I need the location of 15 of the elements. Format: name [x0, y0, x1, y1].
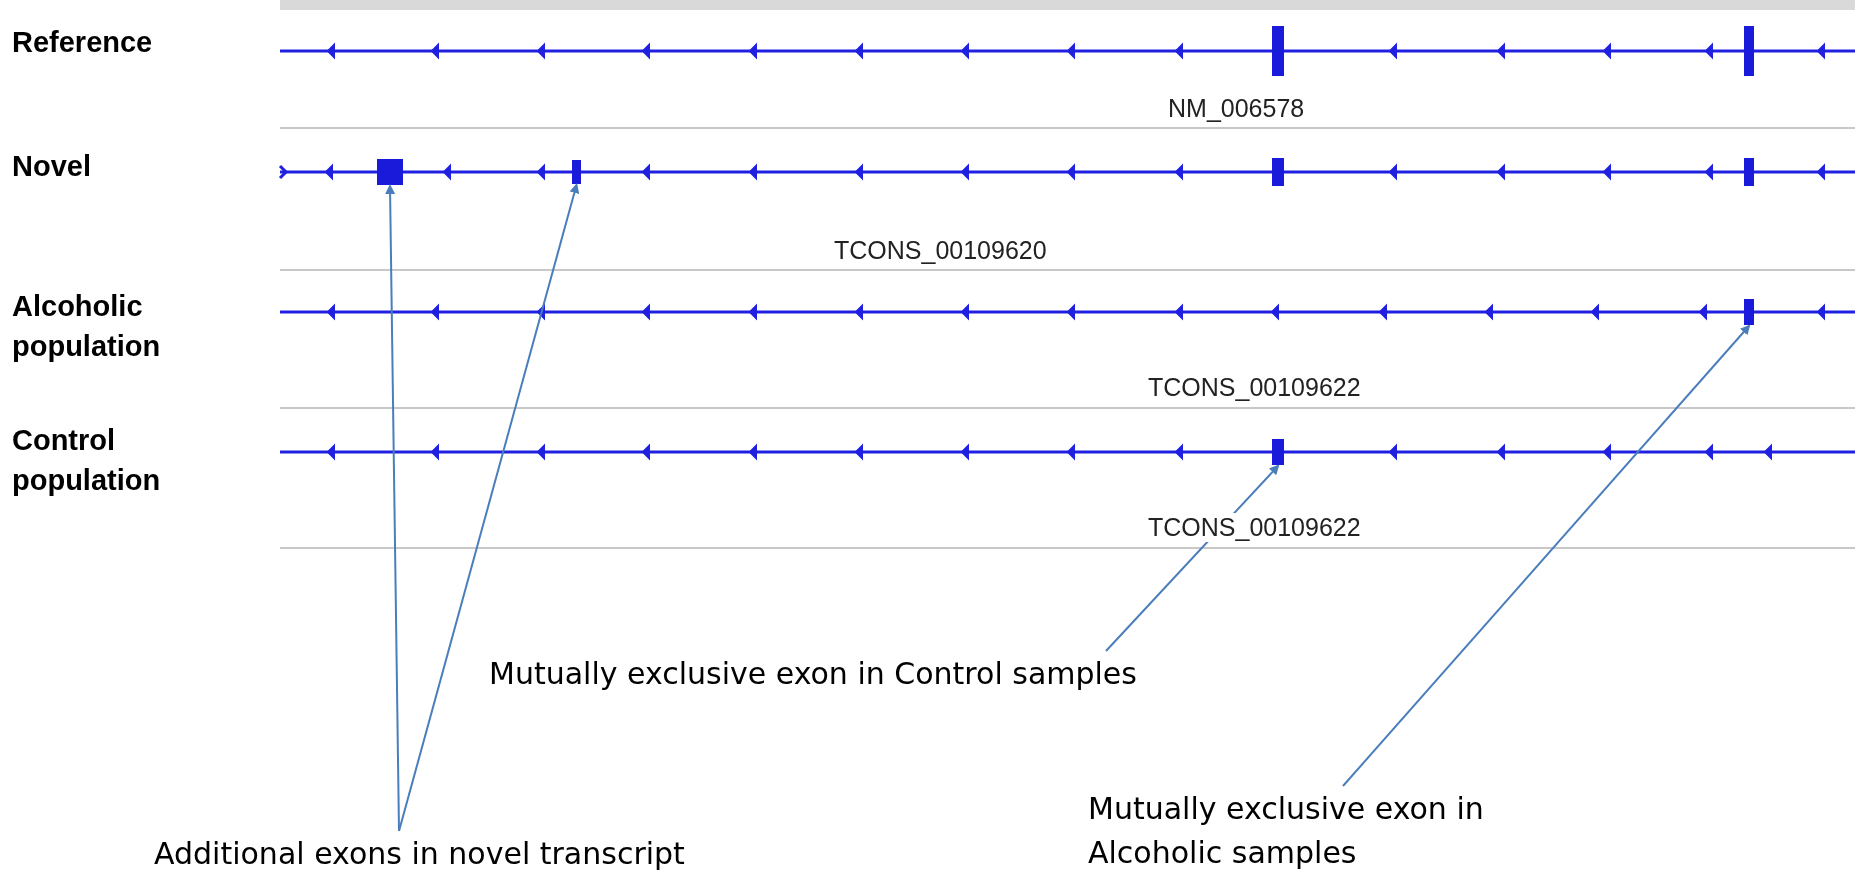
exon-block — [1744, 299, 1754, 325]
track-name: Novel — [12, 149, 92, 184]
track-name: Control population — [12, 423, 162, 498]
leader-line — [398, 183, 580, 832]
exon-block — [1272, 439, 1284, 465]
annotation-text: Additional exons in novel transcript — [154, 832, 714, 875]
transcript-id: TCONS_00109622 — [1148, 513, 1361, 542]
track-name: Alcoholic population — [12, 289, 162, 364]
annotation-text: Mutually exclusive exon in Alcoholic samples — [1088, 787, 1568, 875]
track-name: Reference — [12, 25, 154, 60]
leader-line — [385, 184, 400, 832]
exon-block — [377, 159, 403, 185]
exon-block — [572, 160, 581, 184]
annotation-text: Mutually exclusive exon in Control samples — [489, 652, 1249, 696]
leader-line — [1342, 324, 1751, 787]
